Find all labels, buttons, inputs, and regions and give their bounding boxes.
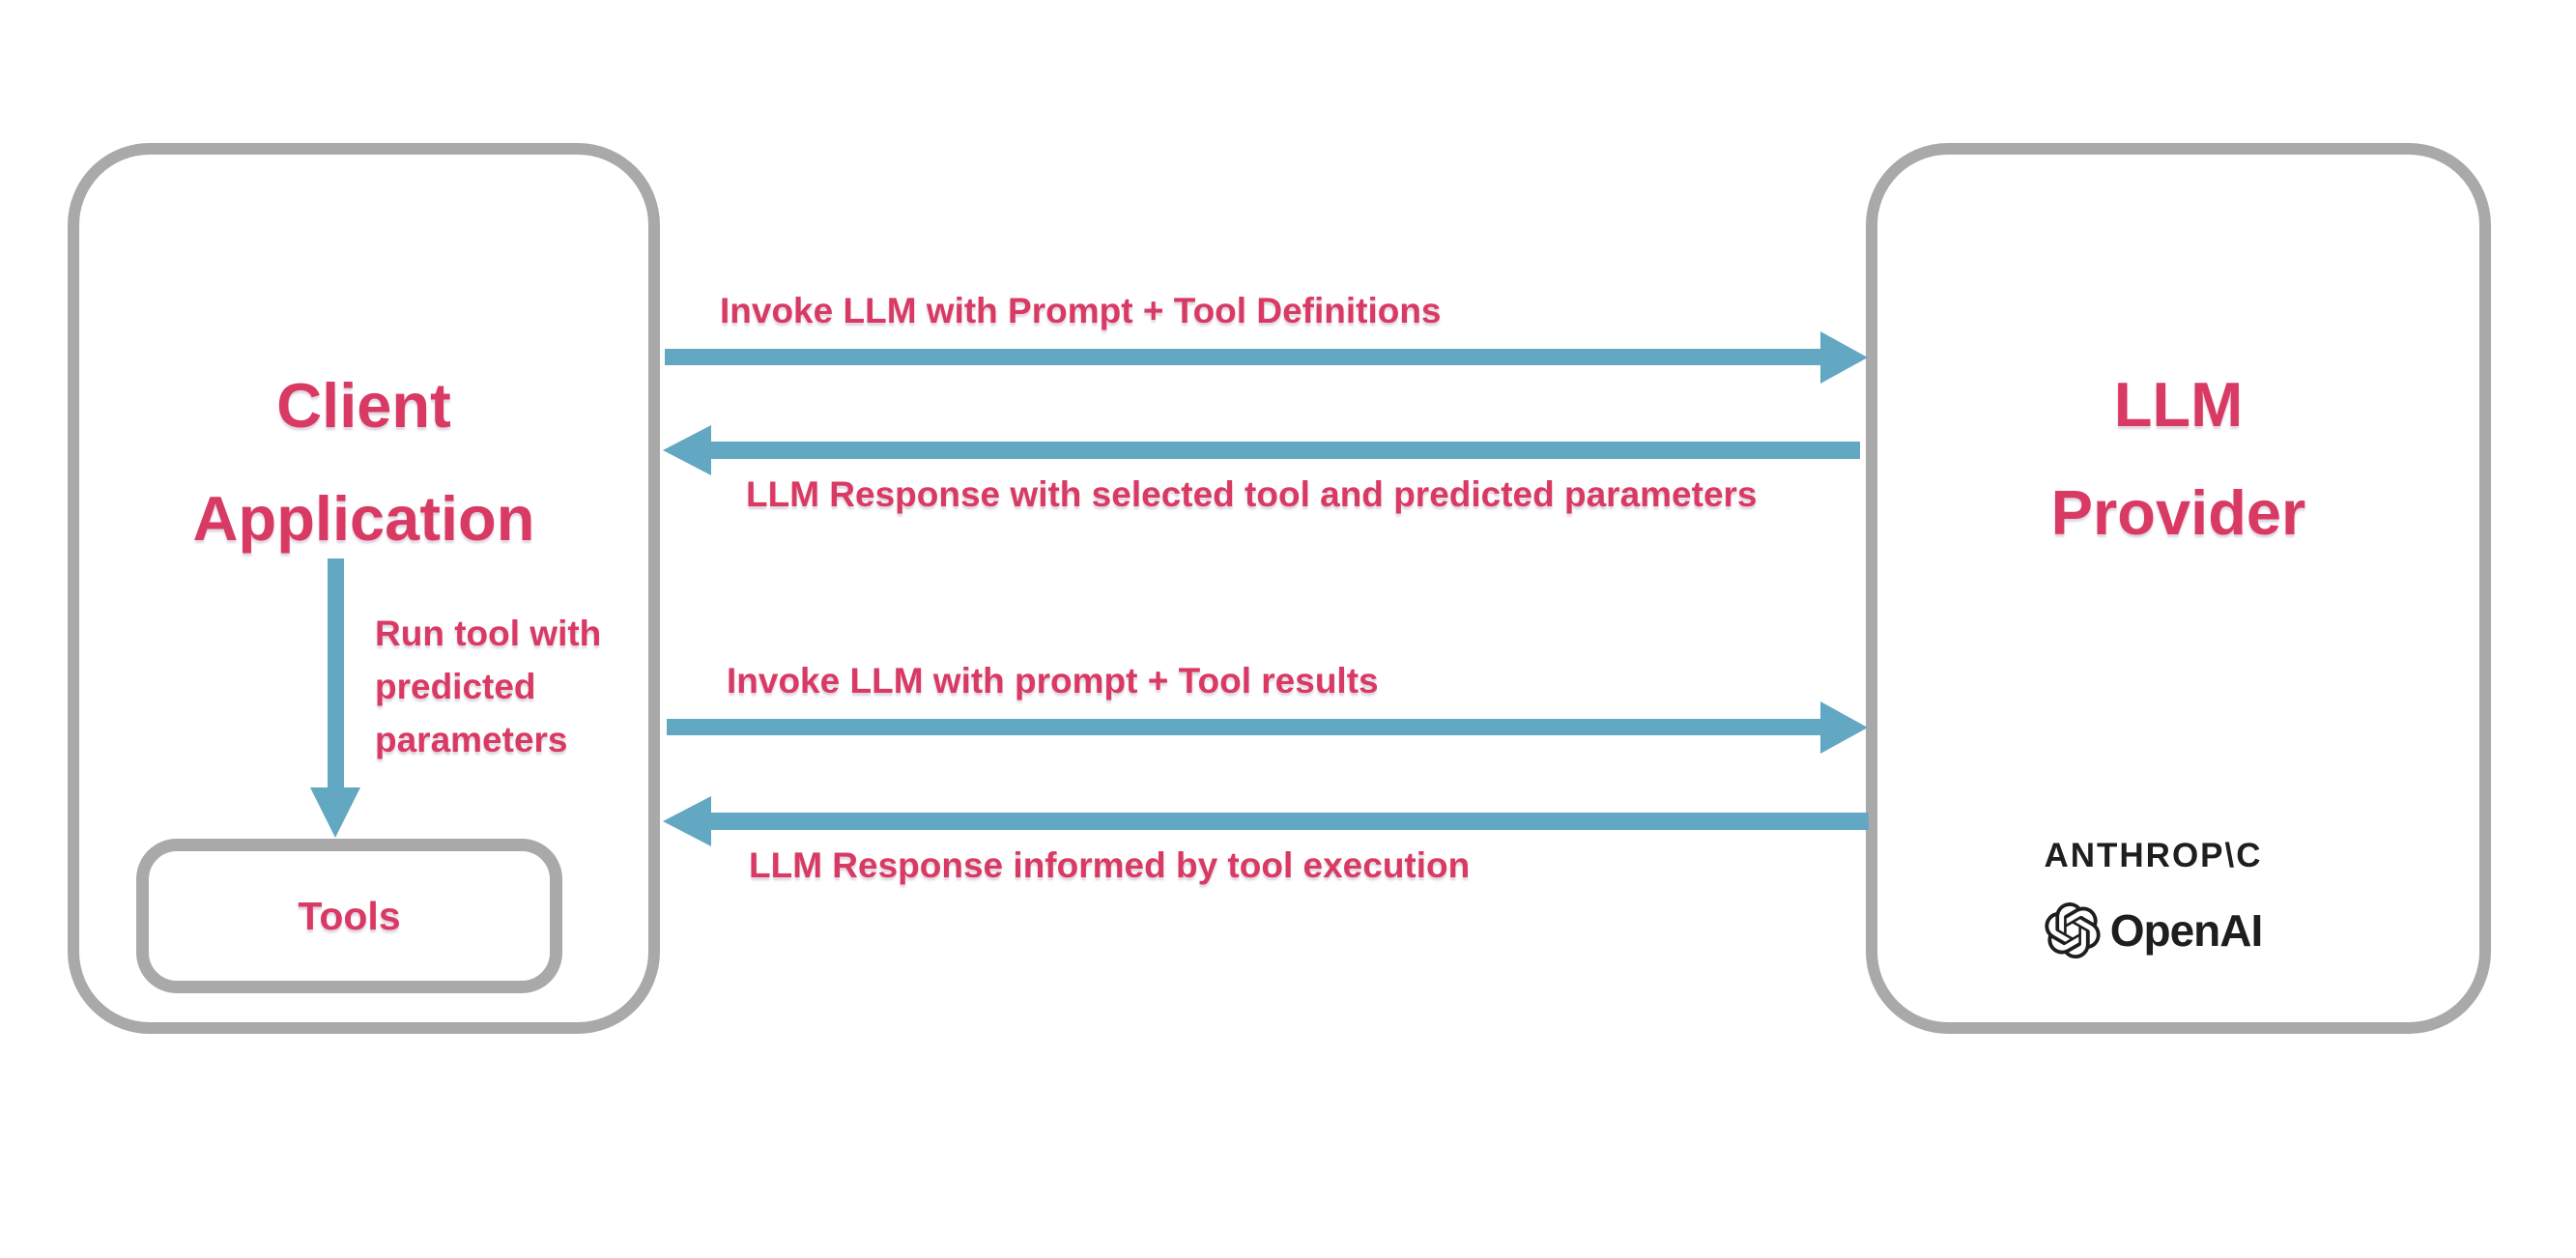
arrow-llm-response-2-body: [711, 813, 1869, 830]
label-invoke-llm-2: Invoke LLM with prompt + Tool results: [727, 661, 1379, 700]
run-tool-label-line-2: predicted: [375, 667, 536, 706]
run-tool-label: Run tool with predicted parameters: [375, 607, 723, 766]
openai-logo-row: OpenAI: [1841, 902, 2466, 958]
run-tool-arrow-down-icon: [310, 787, 360, 838]
arrow-invoke-llm-1-body: [665, 349, 1820, 365]
run-tool-arrow-body: [328, 558, 344, 787]
arrow-invoke-llm-2-right-icon: [1820, 701, 1868, 754]
arrow-invoke-llm-1-right-icon: [1820, 331, 1868, 384]
anthropic-wordmark: ANTHROP\C: [2044, 837, 2263, 874]
run-tool-label-line-1: Run tool with: [375, 614, 602, 653]
run-tool-label-line-3: parameters: [375, 720, 568, 759]
client-title-line-1: Client: [276, 370, 451, 441]
label-invoke-llm-1: Invoke LLM with Prompt + Tool Definition…: [720, 291, 1442, 330]
arrow-llm-response-1-left-icon: [663, 425, 711, 475]
llm-provider-box: [1866, 143, 2491, 1034]
client-title-line-2: Application: [192, 483, 535, 554]
tools-box: Tools: [136, 839, 562, 993]
provider-title-line-1: LLM: [2113, 369, 2244, 440]
arrow-invoke-llm-2-body: [667, 719, 1820, 735]
tools-label: Tools: [298, 893, 401, 938]
llm-provider-title: LLM Provider: [1866, 351, 2491, 567]
arrow-llm-response-1-body: [711, 442, 1860, 459]
provider-title-line-2: Provider: [2050, 477, 2306, 548]
label-llm-response-2: LLM Response informed by tool execution: [749, 845, 1471, 885]
openai-wordmark: OpenAI: [2109, 905, 2264, 956]
label-llm-response-1: LLM Response with selected tool and pred…: [746, 474, 1758, 514]
openai-logo-icon: [2045, 902, 2101, 958]
arrow-llm-response-2-left-icon: [663, 796, 711, 846]
client-application-title: Client Application: [68, 349, 660, 575]
